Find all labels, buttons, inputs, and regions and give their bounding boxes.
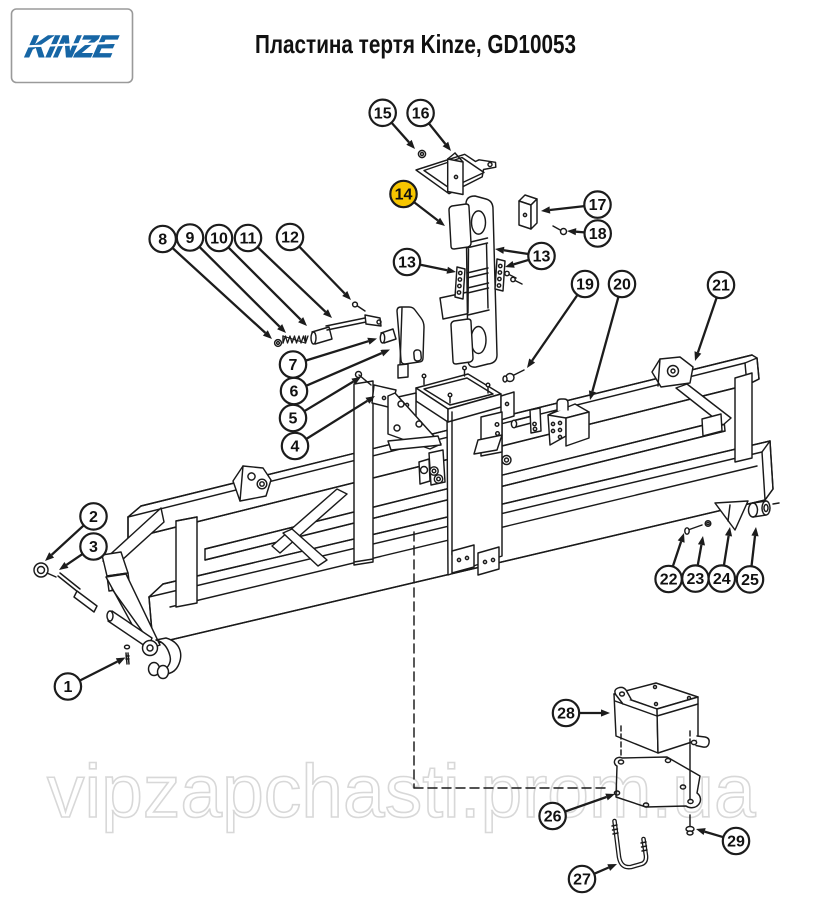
svg-text:22: 22 — [660, 572, 678, 589]
svg-text:15: 15 — [374, 105, 392, 122]
svg-text:8: 8 — [158, 232, 167, 249]
svg-text:7: 7 — [289, 357, 298, 374]
svg-text:23: 23 — [687, 571, 705, 588]
svg-text:10: 10 — [210, 231, 228, 248]
svg-text:1: 1 — [63, 679, 72, 696]
svg-text:4: 4 — [291, 439, 300, 456]
svg-text:9: 9 — [186, 230, 195, 247]
svg-text:21: 21 — [712, 278, 730, 295]
svg-text:24: 24 — [713, 571, 731, 588]
svg-text:18: 18 — [589, 226, 607, 243]
svg-text:3: 3 — [89, 539, 98, 556]
svg-text:5: 5 — [289, 411, 298, 428]
svg-text:16: 16 — [412, 106, 430, 123]
svg-text:25: 25 — [741, 572, 759, 589]
svg-text:19: 19 — [576, 277, 594, 294]
svg-text:11: 11 — [240, 231, 257, 248]
svg-text:27: 27 — [573, 872, 591, 889]
svg-text:2: 2 — [89, 509, 98, 526]
svg-text:Пластина тертя Kinze, GD10053: Пластина тертя Kinze, GD10053 — [255, 29, 576, 59]
svg-text:12: 12 — [281, 230, 299, 247]
svg-text:26: 26 — [544, 809, 562, 826]
svg-text:17: 17 — [589, 197, 607, 214]
svg-text:29: 29 — [727, 834, 745, 851]
svg-text:13: 13 — [398, 255, 416, 272]
svg-text:14: 14 — [395, 187, 413, 204]
svg-text:20: 20 — [613, 277, 631, 294]
svg-text:13: 13 — [533, 249, 551, 266]
svg-text:vipzapchasti.prom.ua: vipzapchasti.prom.ua — [47, 749, 756, 833]
svg-text:6: 6 — [290, 384, 299, 401]
svg-text:28: 28 — [557, 706, 575, 723]
